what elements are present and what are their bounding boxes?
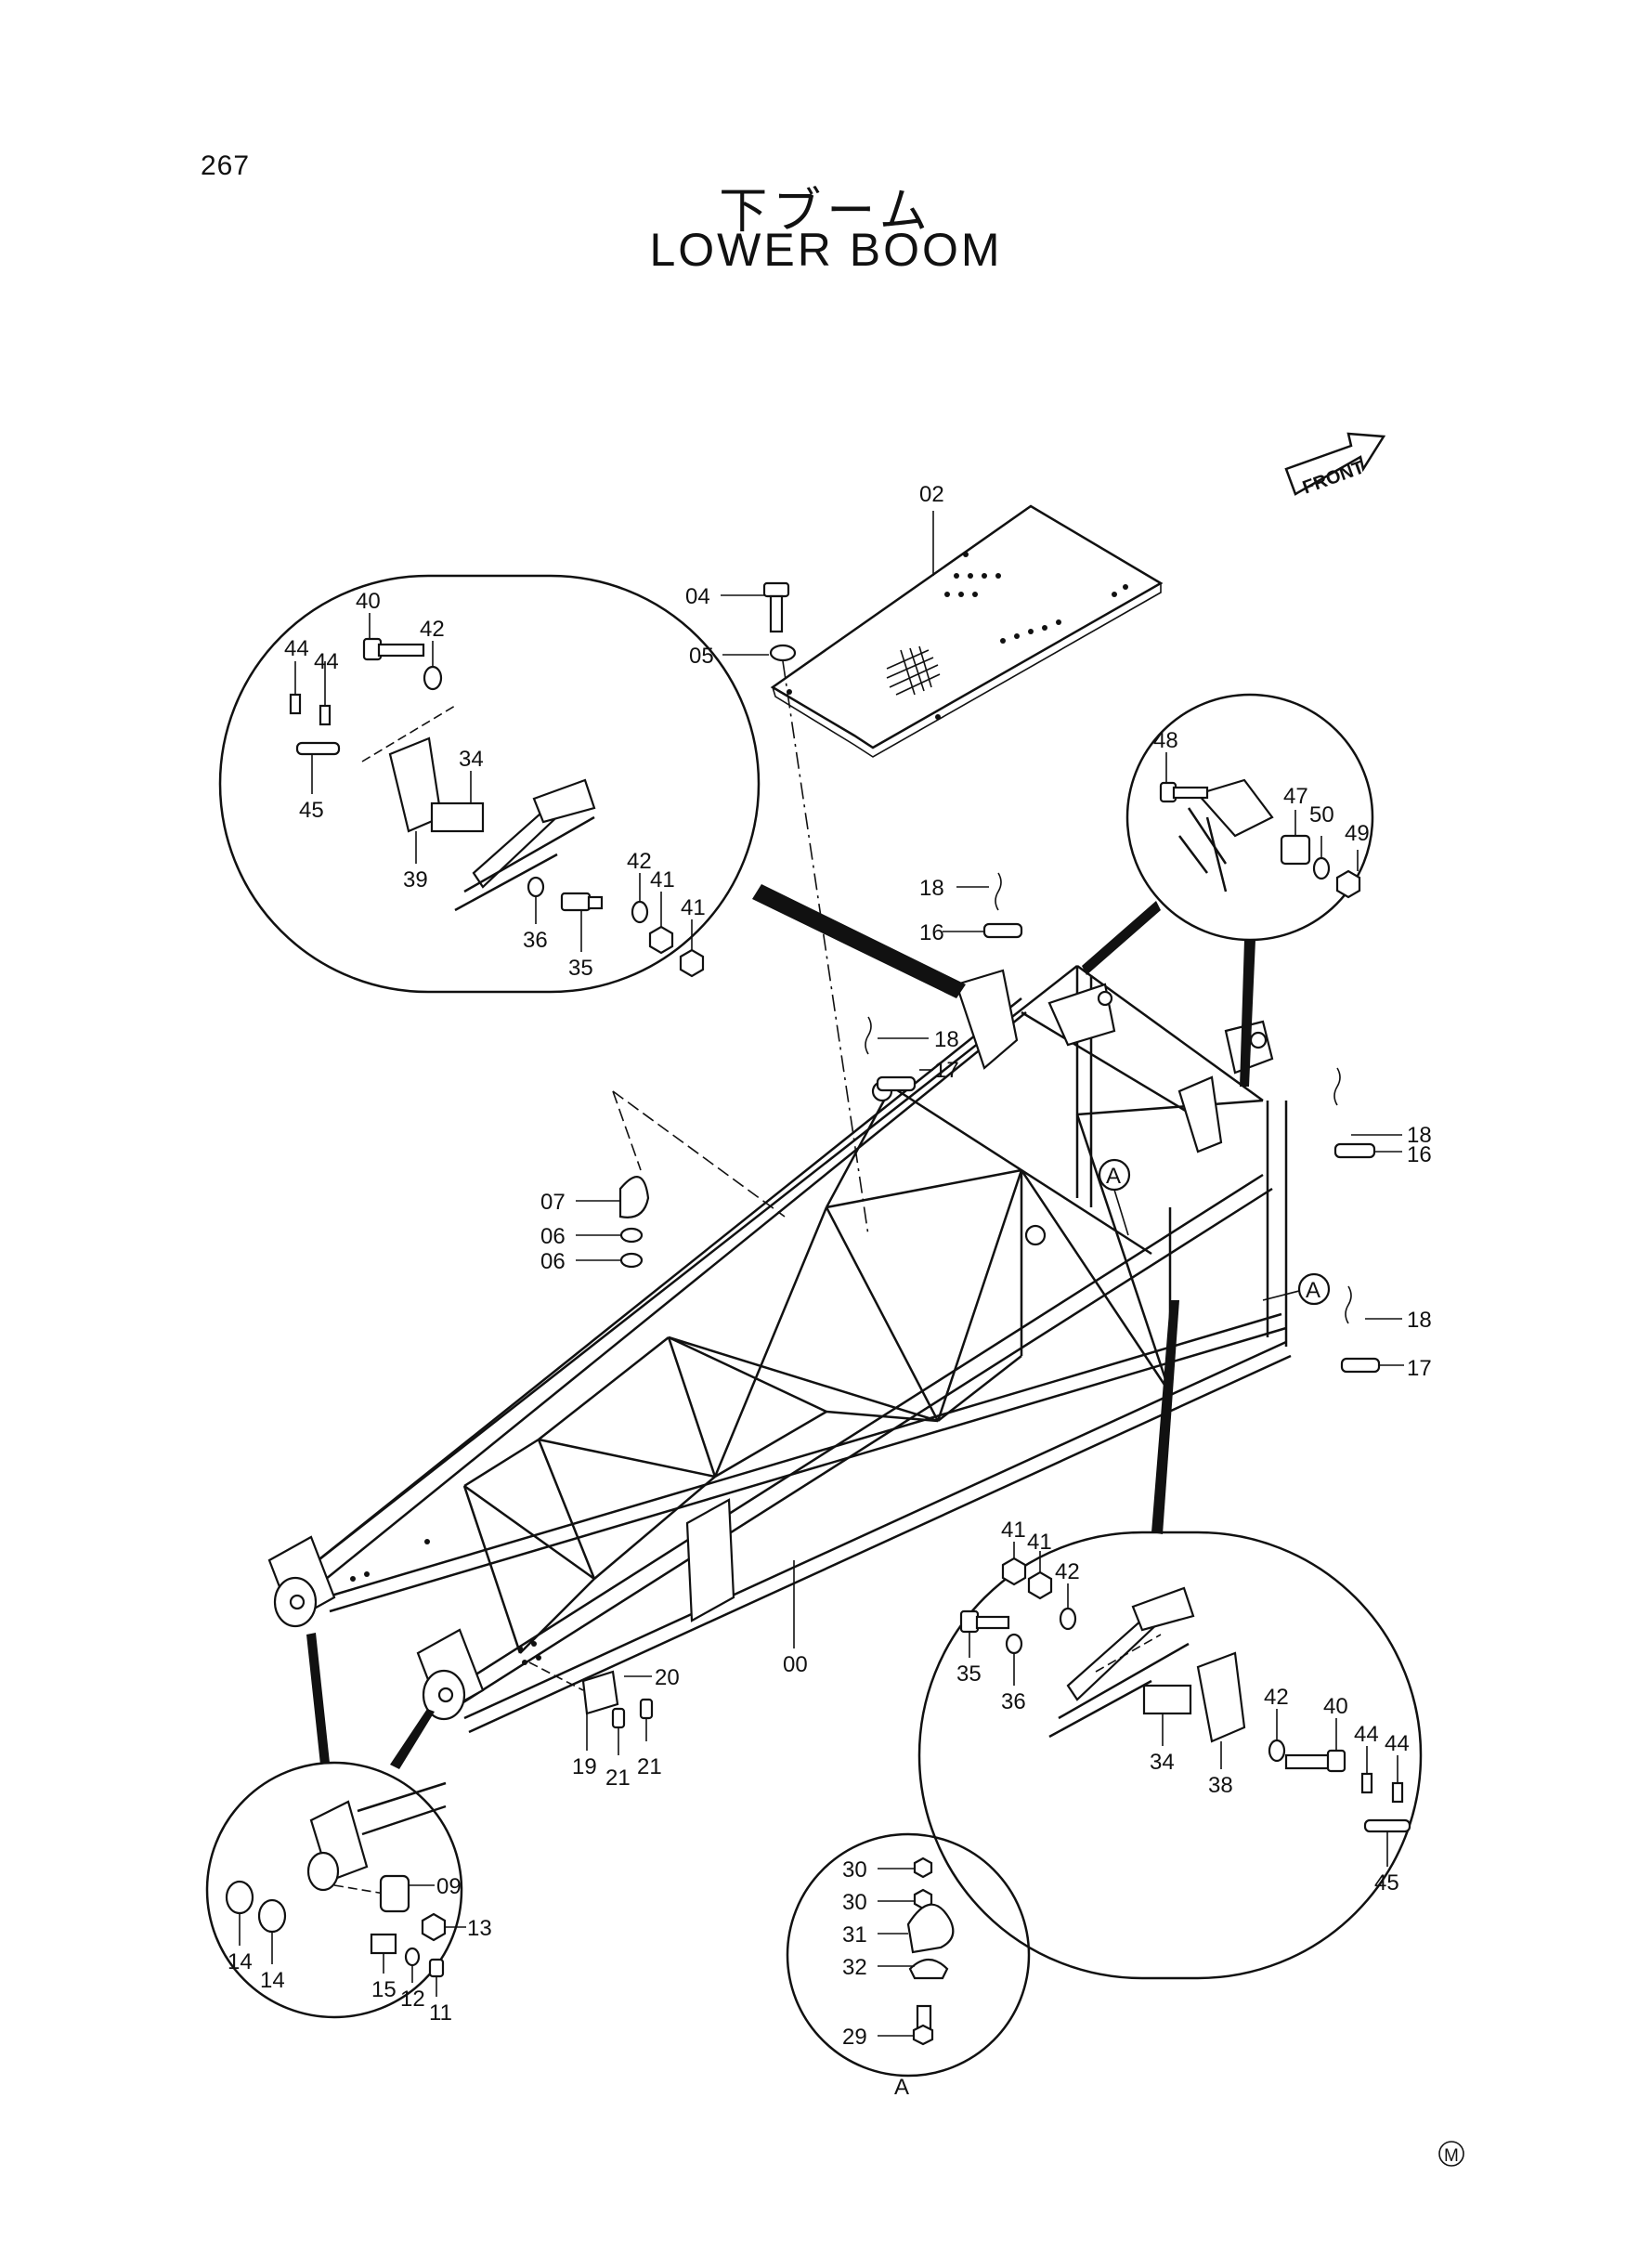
detail-view-top-right xyxy=(1082,693,1374,1087)
detail-view-bottom-right xyxy=(917,1300,1423,1980)
callout-18d: 18 xyxy=(1407,1308,1432,1333)
callout-44d: 44 xyxy=(1385,1731,1410,1756)
callout-16b: 16 xyxy=(1407,1142,1432,1167)
callout-11: 11 xyxy=(429,2000,452,2026)
callout-44b: 44 xyxy=(314,649,339,674)
lug-assembly-detail xyxy=(361,705,596,912)
callout-29: 29 xyxy=(842,2025,867,2050)
callout-50: 50 xyxy=(1309,802,1334,827)
callout-35b: 35 xyxy=(956,1661,982,1687)
callout-04: 04 xyxy=(685,584,710,609)
callout-40b: 40 xyxy=(1323,1694,1348,1719)
pin-part xyxy=(865,872,1404,1374)
callout-00: 00 xyxy=(783,1652,808,1677)
callout-06a: 06 xyxy=(540,1224,566,1249)
callout-09: 09 xyxy=(436,1874,462,1899)
detail-view-bottom-left xyxy=(205,1633,466,2019)
page-number: 267 xyxy=(201,150,251,181)
callout-21b: 21 xyxy=(637,1754,662,1779)
boom-foot-lug-left xyxy=(267,1535,336,1628)
callout-18b: 18 xyxy=(934,1027,959,1052)
callout-42d: 42 xyxy=(1264,1685,1289,1710)
callout-17b: 17 xyxy=(1407,1356,1432,1381)
callout-44a: 44 xyxy=(284,636,309,661)
title-english: LOWER BOOM xyxy=(649,224,1003,276)
callout-41d: 41 xyxy=(1027,1530,1052,1555)
m-mark-icon: M xyxy=(1438,2141,1464,2167)
callout-07: 07 xyxy=(540,1190,566,1215)
callout-02: 02 xyxy=(919,482,944,507)
callout-18c: 18 xyxy=(1407,1123,1432,1148)
callout-42b: 42 xyxy=(627,849,652,874)
callout-45a: 45 xyxy=(299,798,324,823)
callout-34b: 34 xyxy=(1150,1750,1175,1775)
boom-top-bracket xyxy=(871,969,1274,1246)
callout-31: 31 xyxy=(842,1922,867,1948)
clamp-part xyxy=(612,1090,786,1269)
callout-30a: 30 xyxy=(842,1857,867,1883)
callout-13: 13 xyxy=(467,1916,492,1941)
callout-20: 20 xyxy=(655,1665,680,1690)
callout-42a: 42 xyxy=(420,617,445,642)
title-japanese: 下ブーム xyxy=(719,184,933,240)
detail-view-top-left xyxy=(218,574,966,998)
callout-38: 38 xyxy=(1208,1773,1233,1798)
callout-49: 49 xyxy=(1345,821,1370,846)
callout-42c: 42 xyxy=(1055,1559,1080,1584)
callout-32: 32 xyxy=(842,1955,867,1980)
svg-text:A: A xyxy=(1306,1278,1320,1303)
callout-35a: 35 xyxy=(568,956,593,981)
callout-30b: 30 xyxy=(842,1890,867,1915)
callout-34a: 34 xyxy=(459,747,484,772)
callout-06b: 06 xyxy=(540,1249,566,1274)
bolt-part xyxy=(762,581,790,633)
callout-17a: 17 xyxy=(934,1058,959,1083)
detail-view-a xyxy=(786,1832,1031,2078)
front-arrow-icon: FRONT xyxy=(1284,432,1386,499)
front-arrow-label: FRONT xyxy=(1300,457,1367,498)
callout-41a: 41 xyxy=(650,867,675,892)
callout-14a: 14 xyxy=(228,1949,253,1974)
callout-44c: 44 xyxy=(1354,1722,1379,1747)
callout-41c: 41 xyxy=(1001,1518,1026,1543)
svg-text:A: A xyxy=(1106,1164,1121,1189)
callout-40a: 40 xyxy=(356,589,381,614)
detail-a-label: A xyxy=(894,2075,909,2100)
callout-12: 12 xyxy=(400,1987,425,2012)
callout-45b: 45 xyxy=(1374,1870,1399,1896)
boom-frame-part xyxy=(267,964,1292,1734)
callout-41b: 41 xyxy=(681,895,706,920)
callout-21a: 21 xyxy=(605,1765,631,1791)
bracket-plate-part xyxy=(528,1661,654,1729)
callout-36b: 36 xyxy=(1001,1689,1026,1714)
callout-39: 39 xyxy=(403,867,428,892)
callout-18a: 18 xyxy=(919,876,944,901)
washer-part xyxy=(769,644,797,662)
callout-47: 47 xyxy=(1283,784,1308,809)
callout-15: 15 xyxy=(371,1977,397,2002)
callout-36a: 36 xyxy=(523,928,548,953)
boom-foot-lug-right xyxy=(416,1628,485,1721)
callout-19: 19 xyxy=(572,1754,597,1779)
svg-text:M: M xyxy=(1444,2146,1459,2166)
callout-16a: 16 xyxy=(919,920,944,945)
callout-48: 48 xyxy=(1153,728,1178,753)
callout-05: 05 xyxy=(689,644,714,669)
callout-14b: 14 xyxy=(260,1968,285,1993)
view-a-marker: A A xyxy=(1098,1158,1331,1306)
cover-plate-part xyxy=(770,504,1164,758)
